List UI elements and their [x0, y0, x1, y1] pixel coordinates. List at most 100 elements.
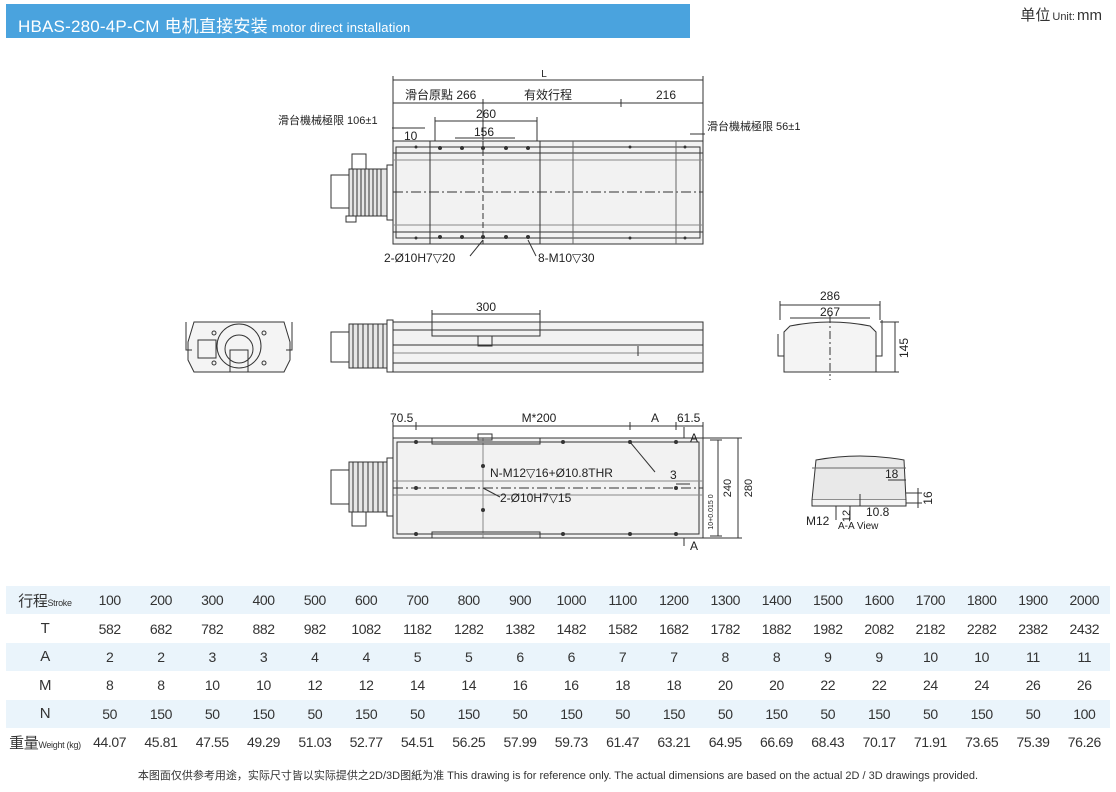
table-cell: 7	[648, 642, 700, 672]
table-cell: 76.26	[1058, 727, 1110, 757]
table-cell: 9	[802, 642, 854, 672]
table-cell: 51.03	[289, 727, 341, 757]
left-end-view	[185, 321, 293, 373]
table-cell: 1182	[391, 614, 444, 643]
table-cell: 49.29	[237, 727, 290, 757]
row-label-cn: N	[39, 705, 51, 723]
table-cell: 59.73	[545, 727, 597, 757]
technical-drawing: L 滑台原點 266 有效行程 216 260 156 滑台機械極限 106±1…	[185, 69, 935, 553]
table-cell: 1300	[699, 586, 751, 615]
table-cell: 5	[391, 642, 444, 672]
table-cell: 18	[648, 671, 700, 700]
table-cell: 8	[135, 671, 187, 700]
table-cell: 700	[391, 586, 444, 615]
table-cell: 54.51	[391, 727, 444, 757]
table-cell: 12	[340, 671, 392, 700]
table-cell: 1400	[750, 586, 803, 615]
row-label-cn: A	[40, 648, 50, 666]
dim-10-8: 10.8	[866, 505, 890, 519]
table-cell: 100	[84, 586, 136, 615]
table-cell: 50	[391, 699, 444, 728]
table-cell: 900	[494, 586, 546, 615]
table-cell: 50	[596, 699, 649, 728]
row-label-en: Stroke	[47, 597, 72, 608]
dim-18: 18	[885, 467, 899, 481]
table-cell: 44.07	[84, 727, 136, 757]
table-cell: 16	[545, 671, 597, 700]
table-cell: 20	[750, 671, 803, 700]
table-cell: 18	[596, 671, 649, 700]
table-cell: 8	[699, 642, 751, 672]
table-cell: 8	[750, 642, 803, 672]
table-cell: 24	[904, 671, 957, 700]
table-cell: 800	[443, 586, 495, 615]
hole2-callout: 2-Ø10H7▽15	[500, 491, 572, 505]
table-cell: 1100	[596, 586, 649, 615]
table-cell: 8	[84, 671, 136, 700]
table-cell: 52.77	[340, 727, 392, 757]
table-cell: 56.25	[443, 727, 495, 757]
row-label: 重量Weight (kg)	[6, 727, 84, 757]
table-cell: 400	[237, 586, 290, 615]
table-cell: 5	[443, 642, 495, 672]
table-cell: 10	[186, 671, 238, 700]
table-cell: 26	[1007, 671, 1059, 700]
table-cell: 682	[135, 614, 187, 643]
table-cell: 1982	[802, 614, 854, 643]
dim-145: 145	[897, 338, 911, 358]
table-cell: 16	[494, 671, 546, 700]
table-cell: 3	[186, 642, 238, 672]
bottom-view	[330, 422, 742, 546]
title-text: HBAS-280-4P-CM 电机直接安装	[18, 17, 268, 36]
dim-m200: M*200	[522, 411, 557, 425]
row-label-cn: M	[38, 676, 52, 694]
table-cell: 150	[237, 699, 290, 728]
table-cell: 150	[956, 699, 1008, 728]
dim-156: 156	[474, 125, 494, 139]
dim-240: 240	[722, 479, 734, 497]
table-cell: 100	[1058, 699, 1110, 728]
table-cell: 1882	[750, 614, 803, 643]
table-cell: 7	[596, 642, 649, 672]
unit-en: Unit:	[1052, 11, 1075, 23]
table-cell: 50	[699, 699, 751, 728]
table-cell: 11	[1058, 642, 1110, 672]
row-label-cn: T	[40, 620, 50, 638]
table-cell: 1282	[443, 614, 495, 643]
dim-267: 267	[820, 305, 840, 319]
dim-3: 3	[670, 468, 677, 482]
row-label-cn: 行程	[18, 592, 48, 610]
table-cell: 47.55	[186, 727, 238, 757]
n-m12-callout: N-M12▽16+Ø10.8THR	[490, 466, 613, 480]
table-cell: 1700	[904, 586, 957, 615]
table-cell: 150	[443, 699, 495, 728]
table-cell: 2	[135, 642, 187, 672]
table-cell: 75.39	[1007, 727, 1059, 757]
dim-12: 12	[841, 510, 853, 522]
dim-61-5: 61.5	[677, 411, 701, 425]
table-cell: 2432	[1058, 614, 1110, 643]
table-cell: 12	[289, 671, 341, 700]
title-english: motor direct installation	[271, 20, 411, 35]
table-cell: 1900	[1007, 586, 1059, 615]
row-label: N	[6, 699, 84, 728]
table-cell: 150	[340, 699, 392, 728]
view-label: A-A View	[838, 521, 879, 532]
table-cell: 150	[648, 699, 700, 728]
table-cell: 1800	[956, 586, 1008, 615]
table-cell: 66.69	[750, 727, 803, 757]
table-cell: 50	[802, 699, 854, 728]
table-cell: 61.47	[596, 727, 649, 757]
table-cell: 26	[1058, 671, 1110, 700]
table-cell: 150	[750, 699, 803, 728]
table-cell: 1482	[545, 614, 597, 643]
table-cell: 2182	[904, 614, 957, 643]
dim-70-5: 70.5	[390, 411, 414, 425]
